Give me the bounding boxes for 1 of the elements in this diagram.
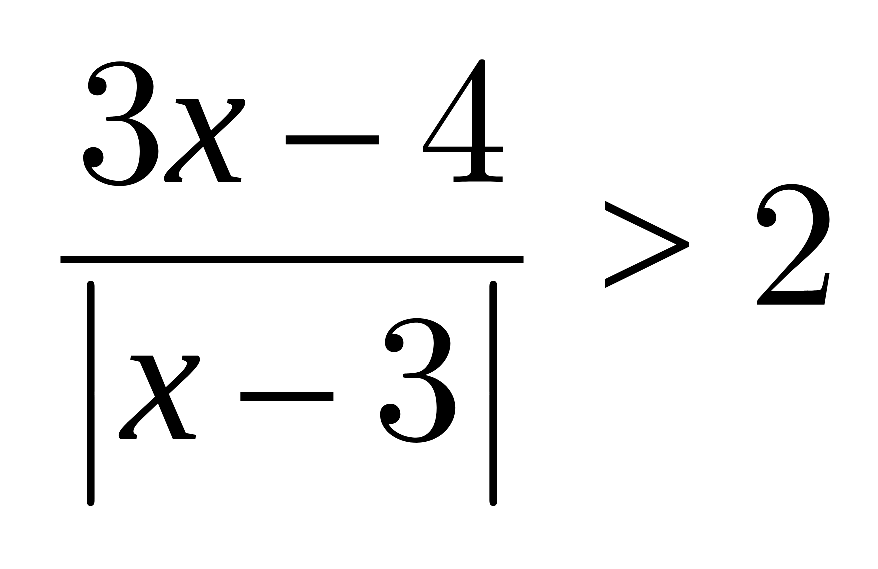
- formula: $\frac{3x-4}{\left|x-3\right|}>2$: [60, 60, 830, 506]
